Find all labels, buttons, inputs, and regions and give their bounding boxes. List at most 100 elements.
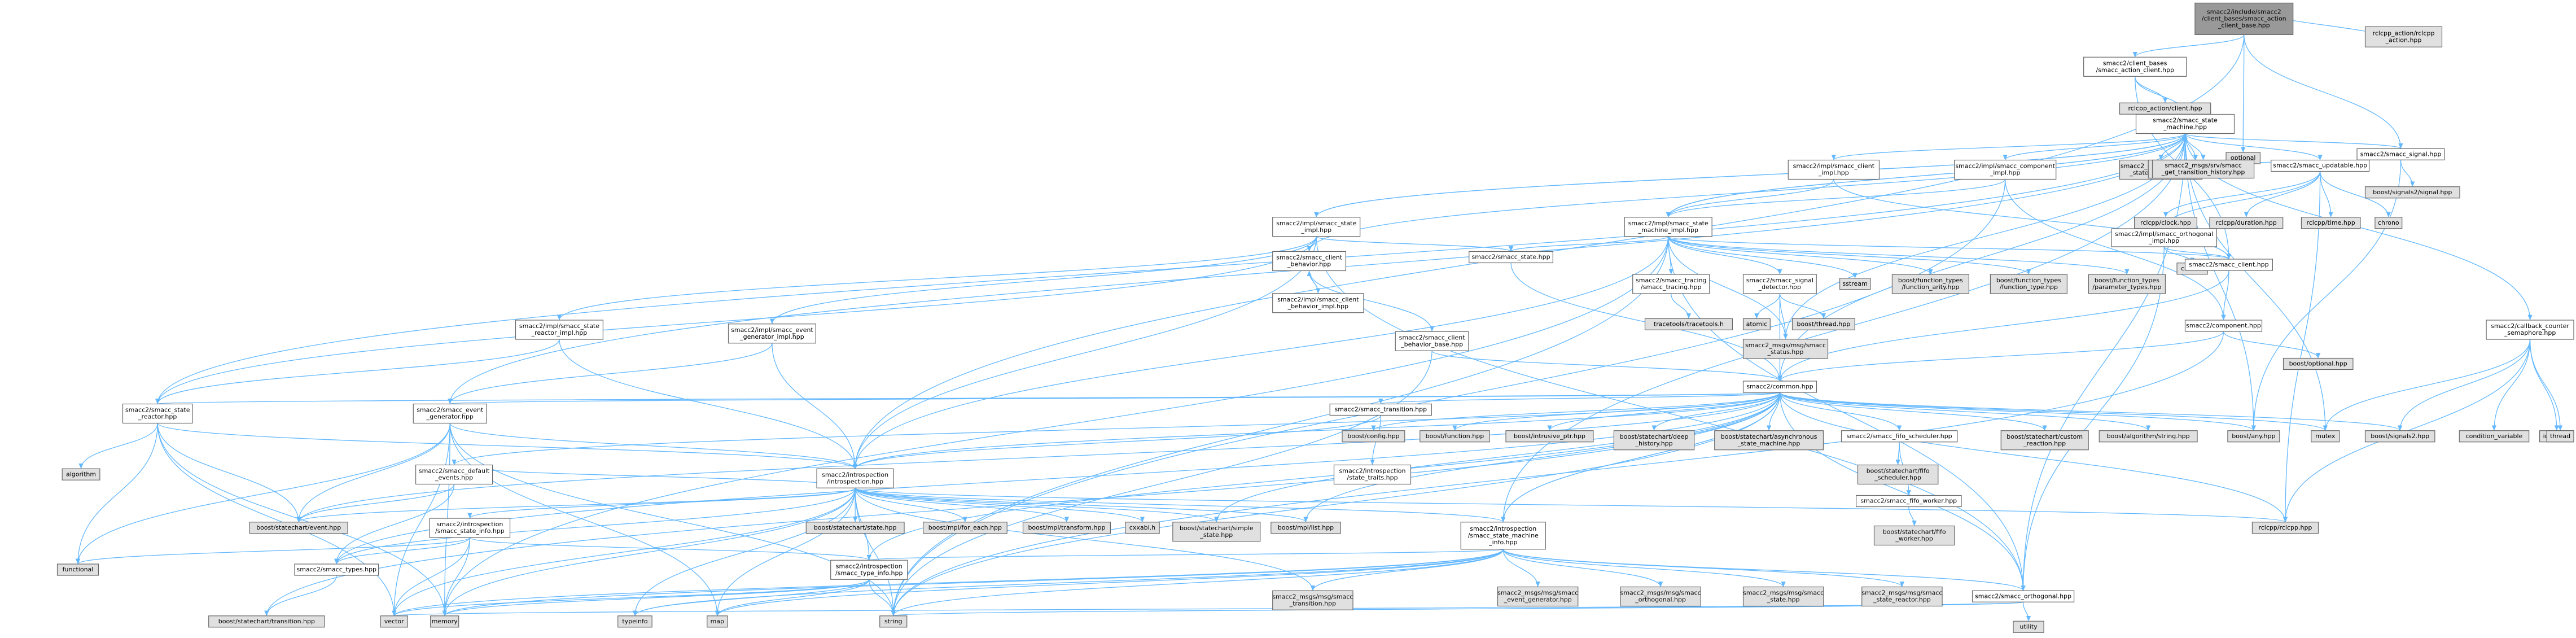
node-impl-sm[interactable]: smacc2/impl/smacc_state_machine_impl.hpp: [1624, 217, 1712, 237]
node-state-traits[interactable]: smacc2/introspection/state_traits.hpp: [1333, 464, 1412, 485]
edge-sm-info-to-msg-event-gen: [1502, 549, 1540, 587]
edge-component-to-common: [1777, 331, 2224, 382]
node-updatable[interactable]: smacc2/smacc_updatable.hpp: [2271, 159, 2370, 172]
edge-impl-sm-to-sstream: [1668, 236, 1857, 278]
node-signal[interactable]: smacc2/smacc_signal.hpp: [2356, 148, 2445, 160]
node-box: [413, 403, 487, 424]
node-callback-counter[interactable]: smacc2/callback_counter_semaphore.hpp: [2486, 320, 2574, 340]
node-fifo-worker[interactable]: smacc2/smacc_fifo_worker.hpp: [1856, 495, 1962, 508]
node-impl-client[interactable]: smacc2/impl/smacc_client_impl.hpp: [1788, 159, 1880, 180]
node-component[interactable]: smacc2/component.hpp: [2184, 320, 2263, 332]
node-impl-component[interactable]: smacc2/impl/smacc_component_impl.hpp: [1954, 159, 2057, 180]
node-label-line: condition_variable: [2466, 432, 2523, 440]
node-client-behavior-base[interactable]: smacc2/smacc_client_behavior_base.hpp: [1395, 331, 1469, 351]
node-tracing[interactable]: smacc2/smacc_tracing/smacc_tracing.hpp: [1632, 274, 1710, 294]
node-signal-detector[interactable]: smacc2/smacc_signal_detector.hpp: [1742, 274, 1817, 294]
node-common[interactable]: smacc2/common.hpp: [1742, 381, 1817, 393]
edge-updatable-to-chrono: [2320, 171, 2391, 217]
edge-common-to-orthogonal: [1779, 392, 2026, 591]
node-box: [1272, 293, 1364, 313]
node-box: [805, 522, 905, 534]
node-cxxabi: cxxabi.h: [1125, 522, 1160, 534]
node-impl-state[interactable]: smacc2/impl/smacc_state_impl.hpp: [1272, 217, 1361, 237]
edge-common-to-rclcpp: [1779, 392, 2288, 522]
node-label-line: _info.hpp: [1488, 539, 1517, 546]
node-label-line: smacc2/smacc_signal.hpp: [2360, 150, 2442, 158]
node-state-machine[interactable]: smacc2/smacc_state_machine.hpp: [2135, 113, 2235, 134]
edge-signal-detector-to-boost-thread: [1779, 293, 1826, 319]
edge-state-machine-to-boost-any: [2184, 133, 2257, 431]
node-transition[interactable]: smacc2/smacc_transition.hpp: [1329, 403, 1432, 416]
node-box: [2375, 217, 2403, 229]
node-introspection[interactable]: smacc2/introspection/introspection.hpp: [816, 468, 894, 488]
node-fifo-scheduler[interactable]: smacc2/smacc_fifo_scheduler.hpp: [1841, 430, 1958, 443]
node-impl-event-gen[interactable]: smacc2/impl/smacc_event_generator_impl.h…: [728, 324, 816, 344]
edge-impl-sm-to-string: [891, 236, 1669, 616]
node-label-line: _events.hpp: [435, 474, 473, 482]
node-default-events[interactable]: smacc2/smacc_default_events.hpp: [415, 464, 493, 485]
node-label-line: smacc2/smacc_state: [125, 407, 190, 414]
edge-state-reactor-to-memory: [157, 423, 447, 616]
node-box: [2301, 217, 2361, 229]
edge-common-to-state-reactor: [156, 392, 1781, 405]
node-label-line: smacc2/client_bases: [2103, 59, 2167, 67]
node-label-line: _reaction.hpp: [2023, 440, 2066, 447]
edge-sm-info-to-orthogonal: [1502, 549, 2026, 591]
edge-type-info-to-vector: [392, 579, 870, 617]
node-impl-client-behavior[interactable]: smacc2/impl/smacc_client_behavior_impl.h…: [1272, 293, 1364, 313]
node-impl-state-reactor[interactable]: smacc2/impl/smacc_state_reactor_impl.hpp: [515, 320, 603, 340]
node-box: [1272, 217, 1361, 237]
node-label-line: smacc2_msgs/msg/smacc: [1743, 589, 1824, 597]
node-label-line: smacc2/smacc_state.hpp: [1472, 254, 1550, 261]
node-box: [2271, 159, 2370, 172]
node-box: [1791, 318, 1855, 330]
node-smacc-state[interactable]: smacc2/smacc_state.hpp: [1469, 251, 1553, 264]
node-action-client[interactable]: smacc2/client_bases/smacc_action_client.…: [2083, 56, 2187, 77]
node-mpl-for-each: boost/mpl/for_each.hpp: [922, 522, 1007, 534]
edge-transition-to-introspection: [853, 415, 1381, 469]
node-label-line: rclcpp_action/client.hpp: [2128, 104, 2202, 112]
node-label-line: boost/config.hpp: [1347, 432, 1399, 440]
edge-introspection-to-typeinfo: [632, 488, 856, 616]
node-label-line: boost/statechart/simple: [1180, 525, 1254, 532]
node-boost-thread: boost/thread.hpp: [1791, 318, 1855, 330]
node-smacc-types[interactable]: smacc2/smacc_types.hpp: [294, 563, 379, 576]
edge-state-reactor-to-vector: [157, 423, 397, 616]
node-client-behavior[interactable]: smacc2/smacc_client_behavior.hpp: [1272, 251, 1347, 272]
node-label-line: boost/signals2.hpp: [2371, 432, 2429, 440]
node-box: [2152, 159, 2255, 179]
node-box: [515, 320, 603, 340]
node-box: [2135, 113, 2235, 134]
node-label-line: _event_generator.hpp: [1504, 596, 1572, 604]
edge-common-to-sc-custom-reaction: [1779, 392, 2047, 431]
node-sm-info[interactable]: smacc2/introspection/smacc_state_machine…: [1460, 522, 1546, 550]
node-msg-state-reactor: smacc2_msgs/msg/smacc_state_reactor.hpp: [1861, 586, 1943, 607]
node-box: [1505, 430, 1594, 443]
edge-common-to-boost-any: [1779, 392, 2256, 431]
node-impl-orthogonal[interactable]: smacc2/impl/smacc_orthogonal_impl.hpp: [2111, 228, 2217, 247]
node-box: [1460, 522, 1546, 550]
node-chrono: chrono: [2375, 217, 2403, 229]
node-state-info[interactable]: smacc2/introspection/smacc_state_info.hp…: [429, 518, 511, 538]
node-label-line: boost/mpl/list.hpp: [1278, 524, 1334, 531]
edge-signal-to-boost-any: [2251, 160, 2402, 431]
edge-updatable-to-rclcpp-time: [2320, 171, 2333, 217]
node-box: [1857, 464, 1939, 485]
node-label-line: _machine_impl.hpp: [1637, 226, 1698, 234]
edge-impl-orthogonal-to-orthogonal: [2021, 246, 2165, 591]
node-smacc-client[interactable]: smacc2/smacc_client.hpp: [2184, 259, 2273, 271]
node-box: [1861, 586, 1943, 607]
node-label-line: smacc2_msgs/msg/smacc: [1272, 593, 1353, 600]
edge-introspection-to-vector: [392, 488, 856, 616]
node-box: [249, 522, 348, 534]
node-box: [1841, 430, 1958, 443]
node-orthogonal[interactable]: smacc2/smacc_orthogonal.hpp: [1972, 590, 2075, 602]
node-label-line: boost/function_types: [2095, 277, 2159, 284]
node-box: [2364, 186, 2460, 199]
node-box: [2184, 259, 2273, 271]
node-state-reactor[interactable]: smacc2/smacc_state_reactor.hpp: [122, 403, 193, 424]
node-type-info[interactable]: smacc2/introspection/smacc_type_info.hpp: [830, 560, 908, 580]
node-event-generator[interactable]: smacc2/smacc_event_generator.hpp: [413, 403, 487, 424]
edge-common-to-sc-simple-state: [1214, 392, 1781, 522]
